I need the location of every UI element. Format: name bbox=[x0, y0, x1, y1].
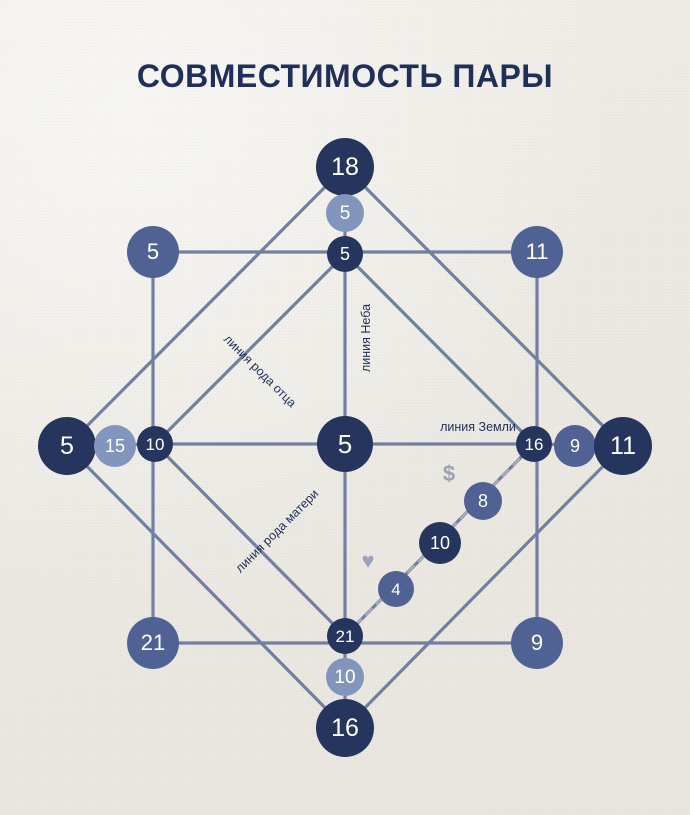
node-corner-top-right[interactable]: 11 bbox=[511, 226, 563, 278]
node-value: 10 bbox=[429, 533, 451, 553]
node-value: 11 bbox=[525, 239, 549, 264]
node-bottom-mid[interactable]: 10 bbox=[326, 658, 364, 696]
diagram-line bbox=[343, 444, 625, 730]
node-value: 10 bbox=[145, 434, 165, 454]
node-left-inner[interactable]: 10 bbox=[137, 426, 173, 462]
diagram-line bbox=[343, 252, 536, 446]
node-diag-8[interactable]: 8 bbox=[464, 482, 502, 520]
node-value: 21 bbox=[140, 630, 166, 655]
node-value: 16 bbox=[524, 434, 544, 454]
node-value: 5 bbox=[60, 431, 74, 460]
node-bottom-inner[interactable]: 21 bbox=[327, 618, 363, 654]
heart-icon: ♥ bbox=[361, 548, 375, 573]
label-line-earth: линия Земли bbox=[440, 420, 516, 434]
node-diag-10[interactable]: 10 bbox=[419, 522, 461, 564]
node-right-mid[interactable]: 9 bbox=[554, 425, 596, 467]
node-diag-4[interactable]: 4 bbox=[378, 571, 414, 607]
node-top-outer[interactable]: 18 bbox=[316, 138, 374, 196]
node-left-outer[interactable]: 5 bbox=[38, 417, 96, 475]
node-top-mid[interactable]: 5 bbox=[326, 194, 364, 232]
node-right-outer[interactable]: 11 bbox=[594, 417, 652, 475]
node-corner-top-left[interactable]: 5 bbox=[127, 226, 179, 278]
page-title: СОВМЕСТИМОСТЬ ПАРЫ bbox=[136, 58, 554, 94]
label-line-sky: линия Неба bbox=[359, 303, 373, 373]
node-value: 15 bbox=[104, 436, 126, 456]
node-value: 5 bbox=[339, 244, 350, 264]
node-value: 5 bbox=[146, 239, 160, 264]
node-value: 10 bbox=[334, 666, 356, 688]
node-value: 8 bbox=[477, 491, 488, 511]
node-value: 11 bbox=[610, 431, 636, 460]
node-left-mid[interactable]: 15 bbox=[94, 425, 136, 467]
node-corner-bot-left[interactable]: 21 bbox=[127, 617, 179, 669]
diagram-line bbox=[153, 252, 347, 446]
node-value: 9 bbox=[569, 436, 580, 456]
diagram-line bbox=[343, 165, 625, 448]
diagram-line bbox=[153, 442, 347, 638]
money-icon: $ bbox=[442, 461, 456, 486]
node-value: 21 bbox=[335, 626, 355, 646]
diagram-line bbox=[65, 444, 347, 730]
node-value: 16 bbox=[331, 713, 359, 742]
node-center[interactable]: 5 bbox=[317, 416, 373, 472]
node-value: 5 bbox=[339, 202, 351, 224]
node-top-inner[interactable]: 5 bbox=[327, 236, 363, 272]
node-corner-bot-right[interactable]: 9 bbox=[511, 617, 563, 669]
diagram-line bbox=[65, 165, 347, 448]
node-bottom-outer[interactable]: 16 bbox=[316, 699, 374, 757]
node-value: 4 bbox=[391, 579, 401, 599]
node-value: 5 bbox=[337, 429, 353, 459]
node-right-inner[interactable]: 16 bbox=[516, 426, 552, 462]
node-value: 9 bbox=[530, 630, 544, 655]
node-value: 18 bbox=[331, 152, 359, 181]
